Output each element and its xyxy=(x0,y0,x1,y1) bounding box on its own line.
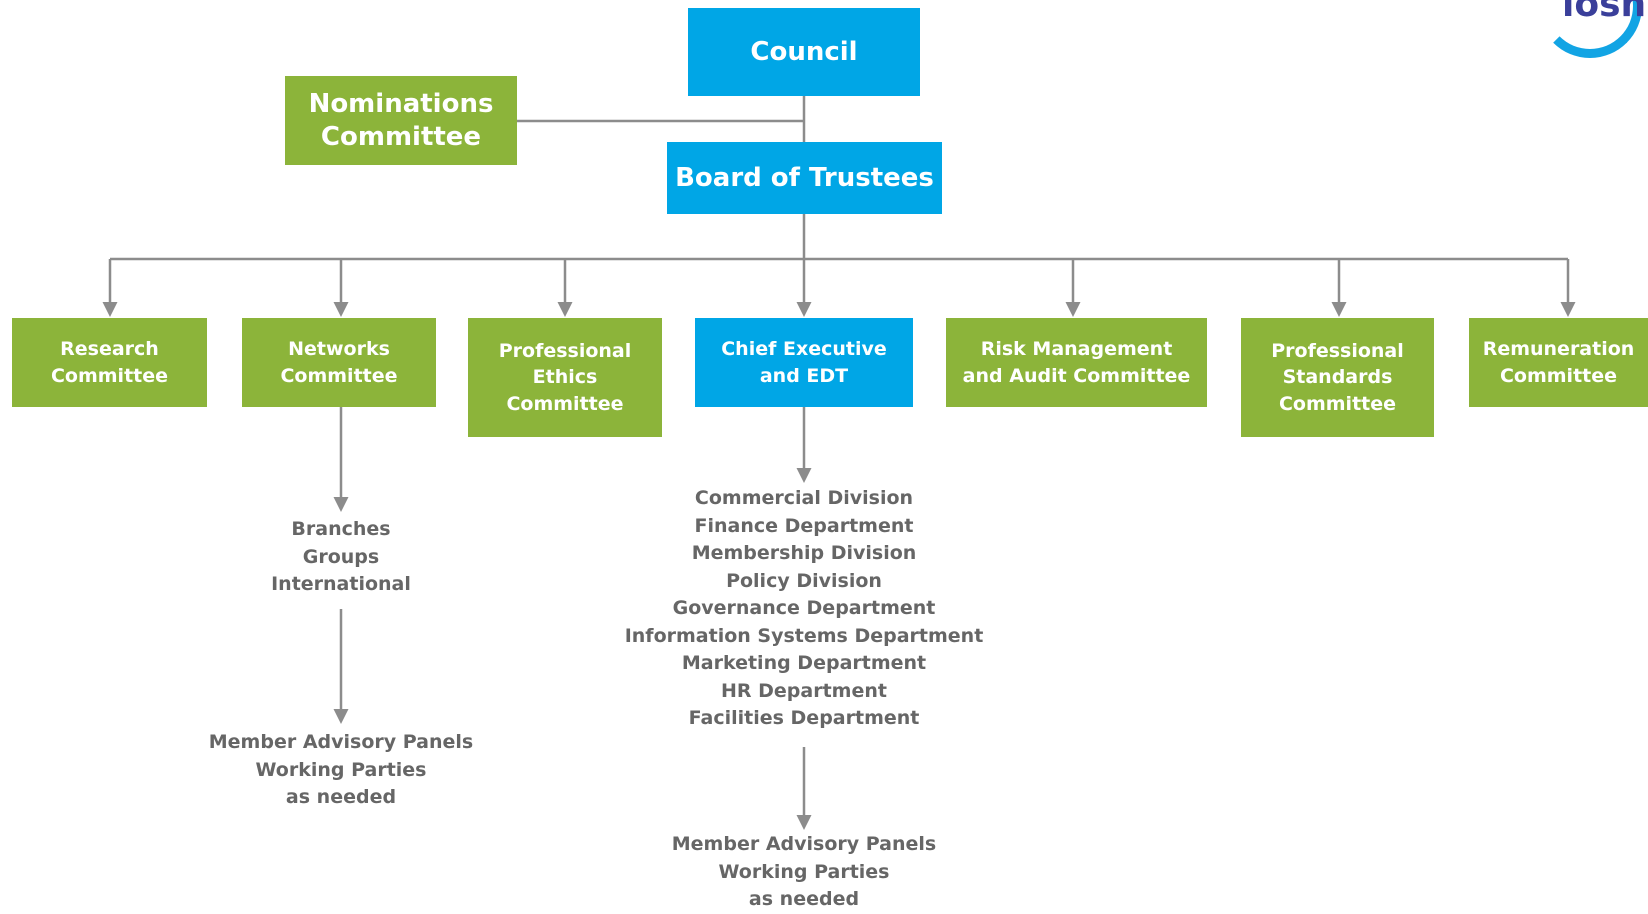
list-item: Working Parties xyxy=(255,758,427,781)
list-item: as needed xyxy=(748,888,860,910)
board-of-trustees-box: Board of Trustees xyxy=(667,142,942,214)
networks-committee-box: Networks Committee xyxy=(242,318,436,407)
research-committee-box: Research Committee xyxy=(12,318,207,407)
professional-ethics-label-line-2: Ethics xyxy=(532,366,598,389)
chief-executive-departments-list: Commercial Division Finance Department M… xyxy=(619,485,989,733)
professional-standards-committee-box: Professional Standards Committee xyxy=(1241,318,1434,437)
professional-standards-label-line-2: Standards xyxy=(1282,366,1393,389)
remuneration-committee-box: Remuneration Committee xyxy=(1469,318,1648,407)
list-item: Groups xyxy=(302,545,380,568)
nominations-committee-box: Nominations Committee xyxy=(285,76,517,165)
professional-ethics-committee-box: Professional Ethics Committee xyxy=(468,318,662,437)
remuneration-label-line-1: Remuneration xyxy=(1482,337,1635,360)
networks-label-line-1: Networks xyxy=(288,337,390,360)
list-item: Governance Department xyxy=(672,597,936,619)
list-item: Branches xyxy=(291,518,391,540)
nominations-label-line-1: Nominations xyxy=(308,89,494,119)
chief-executive-label-line-2: and EDT xyxy=(759,364,849,387)
list-item: Member Advisory Panels xyxy=(208,731,474,753)
research-label-line-1: Research xyxy=(60,337,159,360)
list-item: Membership Division xyxy=(691,542,917,564)
professional-ethics-label-line-1: Professional xyxy=(498,339,632,362)
risk-management-label-line-2: and Audit Committee xyxy=(962,364,1191,387)
professional-ethics-label-line-3: Committee xyxy=(506,392,624,415)
nominations-label-line-2: Committee xyxy=(320,121,482,152)
list-item: International xyxy=(271,573,411,595)
list-item: HR Department xyxy=(721,679,887,702)
council-box: Council xyxy=(688,8,920,96)
list-item: Working Parties xyxy=(718,860,890,883)
chief-executive-panels-list: Member Advisory Panels Working Parties a… xyxy=(654,831,954,914)
risk-management-label-line-1: Risk Management xyxy=(980,337,1173,360)
list-item: as needed xyxy=(285,786,397,808)
list-item: Commercial Division xyxy=(694,487,914,509)
list-item: Policy Division xyxy=(726,569,882,592)
risk-management-committee-box: Risk Management and Audit Committee xyxy=(946,318,1207,407)
networks-panels-list: Member Advisory Panels Working Parties a… xyxy=(191,729,491,812)
list-item: Facilities Department xyxy=(688,707,920,729)
networks-label-line-2: Committee xyxy=(280,364,398,387)
board-label: Board of Trustees xyxy=(675,162,934,193)
list-item: Information Systems Department xyxy=(624,624,984,647)
chief-executive-label-line-1: Chief Executive xyxy=(721,337,887,360)
remuneration-label-line-2: Committee xyxy=(1499,364,1618,387)
chief-executive-box: Chief Executive and EDT xyxy=(695,318,913,407)
research-label-line-2: Committee xyxy=(50,364,169,387)
list-item: Member Advisory Panels xyxy=(671,833,937,855)
iosh-logo: iosh xyxy=(1562,0,1647,25)
council-label: Council xyxy=(750,36,858,67)
professional-standards-label-line-3: Committee xyxy=(1278,392,1397,415)
professional-standards-label-line-1: Professional xyxy=(1271,339,1404,362)
list-item: Marketing Department xyxy=(681,652,927,674)
networks-children-list: Branches Groups International xyxy=(191,516,491,599)
list-item: Finance Department xyxy=(694,514,914,537)
